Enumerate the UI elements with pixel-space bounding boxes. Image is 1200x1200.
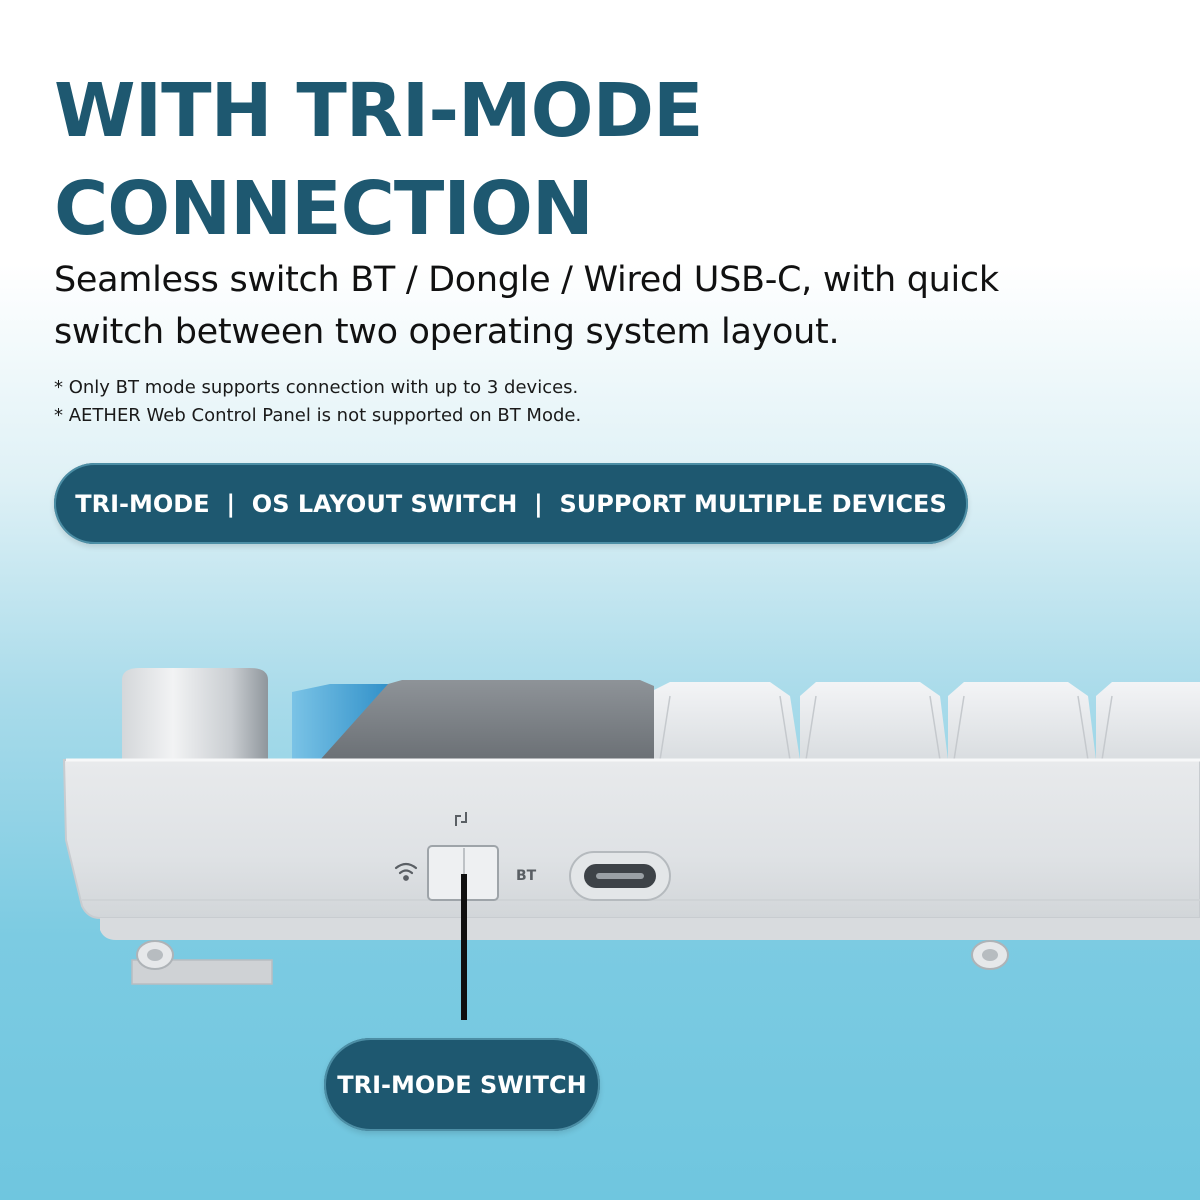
wifi-icon (394, 862, 418, 881)
footnote-1: * Only BT mode supports connection with … (54, 377, 579, 398)
headline-line-1: WITH TRI-MODE (54, 68, 704, 154)
subheadline-line-1: Seamless switch BT / Dongle / Wired USB-… (54, 260, 999, 300)
knob (122, 668, 268, 760)
headline-line-2: CONNECTION (54, 166, 594, 252)
feature-separator-2: | (534, 489, 543, 518)
tri-mode-switch-callout: TRI-MODE SWITCH (324, 1038, 600, 1131)
footnote-2: * AETHER Web Control Panel is not suppor… (54, 405, 582, 426)
feature-multiple-devices: SUPPORT MULTIPLE DEVICES (559, 489, 947, 518)
feature-pill: TRI-MODE | OS LAYOUT SWITCH | SUPPORT MU… (54, 463, 968, 544)
white-keycap-2 (800, 682, 948, 760)
white-keycap-1 (654, 682, 800, 760)
subheadline-line-2: switch between two operating system layo… (54, 312, 840, 352)
footnotes: * Only BT mode supports connection with … (54, 374, 854, 430)
feature-tri-mode: TRI-MODE (75, 489, 210, 518)
feature-separator-1: | (226, 489, 236, 518)
white-keycap-4 (1096, 682, 1200, 760)
os-layout-icon (455, 812, 467, 826)
bt-label: BT (516, 868, 537, 884)
gray-keycap (320, 680, 654, 760)
subheadline: Seamless switch BT / Dongle / Wired USB-… (54, 254, 1154, 358)
headline: WITH TRI-MODE CONNECTION (54, 62, 1054, 258)
white-keycap-3 (948, 682, 1096, 760)
keyboard-side-view: BT (62, 668, 1200, 1020)
feature-os-layout-switch: OS LAYOUT SWITCH (251, 489, 518, 518)
callout-label: TRI-MODE SWITCH (337, 1070, 587, 1099)
